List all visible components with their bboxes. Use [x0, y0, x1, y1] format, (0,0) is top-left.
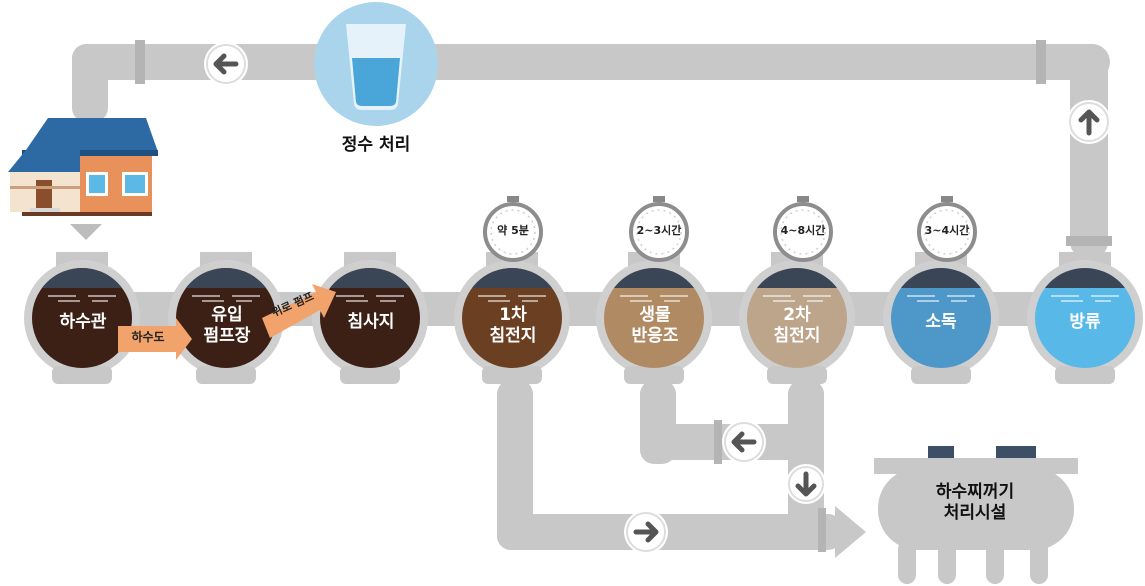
tank-label-primary-clarifier: 1차 침전지: [489, 305, 537, 347]
pump-flow-arrow: [262, 284, 336, 338]
tank-label-grit: 침사지: [347, 312, 395, 332]
timer-label-2: 2~3시간: [636, 224, 682, 237]
house-icon: [8, 118, 158, 216]
tank-label-bioreactor: 생물 반응조: [631, 305, 679, 347]
sewer-arrow-label: 하수도: [131, 330, 165, 344]
tank-primary-clarifier: [454, 252, 570, 384]
sludge-facility-icon: [874, 446, 1078, 584]
tank-discharge: [1027, 252, 1143, 384]
tank-grit: [312, 252, 428, 384]
arrow-down-icon: [786, 464, 826, 504]
sewer-flow-arrow: [118, 318, 192, 360]
timer-icon-2: [629, 196, 689, 262]
tank-label-inflow-pump: 유입 펌프장: [203, 305, 251, 347]
timer-icon-4: [917, 196, 977, 262]
water-glass-icon: [314, 2, 438, 126]
arrow-left-return-icon: [722, 420, 766, 464]
timer-label-3: 4~8시간: [780, 224, 826, 237]
timer-icon-1: [483, 196, 543, 262]
timer-label-4: 3~4시간: [924, 224, 970, 237]
tank-label-sewer-pipe: 하수관: [59, 312, 107, 332]
down-triangle-icon: [70, 224, 102, 240]
arrow-right-bottom-icon: [624, 510, 668, 554]
tank-disinfection: [883, 252, 999, 384]
timer-icon-3: [773, 196, 833, 262]
sludge-facility-label: 하수찌꺼기 처리시설: [935, 482, 1015, 524]
arrow-left-top-icon: [204, 42, 248, 86]
tank-label-secondary-clarifier: 2차 침전지: [773, 305, 821, 347]
arrow-up-icon: [1067, 100, 1111, 144]
timer-label-1: 약 5분: [497, 224, 529, 237]
tank-label-discharge: 방류: [1069, 312, 1101, 332]
tank-sewer-pipe: [24, 252, 140, 384]
tank-label-disinfection: 소독: [925, 312, 957, 332]
purification-label: 정수 처리: [341, 135, 411, 155]
tank-inflow-pump: [168, 252, 284, 384]
